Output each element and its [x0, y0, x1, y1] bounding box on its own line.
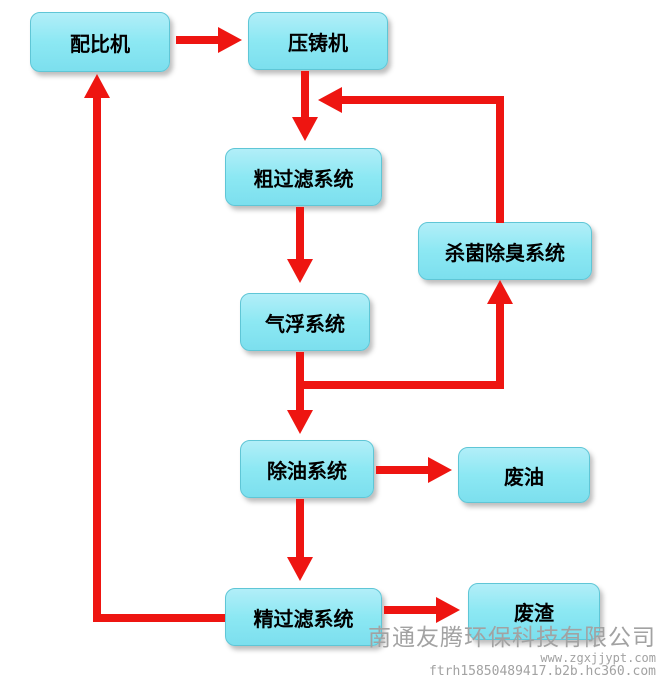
- arrow-jingguolv-to-peibiji-hline: [93, 614, 225, 622]
- watermark-contact: ftrh15850489417.b2b.hc360.com: [429, 663, 656, 679]
- node-feizha-label: 废渣: [514, 601, 554, 625]
- node-yazhuji-label: 压铸机: [288, 30, 348, 55]
- node-jingguolv: 精过滤系统: [225, 588, 382, 646]
- arrow-jingguolv-to-peibiji-vline: [93, 98, 101, 622]
- node-qifu: 气浮系统: [240, 293, 370, 351]
- node-feiyou: 废油: [458, 447, 590, 503]
- arrow-cuguolv-to-qifu-head: [287, 259, 313, 283]
- node-cuguolv: 粗过滤系统: [225, 148, 382, 206]
- node-qifu-label: 气浮系统: [265, 311, 345, 336]
- arrow-shajunchuchou-return-head: [318, 87, 342, 113]
- arrow-peibiji-to-yazhuji-head: [218, 27, 242, 53]
- node-chuyou-label: 除油系统: [267, 458, 347, 483]
- node-shajunchuchou: 杀菌除臭系统: [418, 222, 592, 280]
- node-feizha: 废渣: [468, 583, 600, 640]
- node-yazhuji: 压铸机: [248, 12, 388, 70]
- node-chuyou: 除油系统: [240, 440, 374, 498]
- arrow-chuyou-to-jingguolv-line: [296, 499, 304, 557]
- node-jingguolv-label: 精过滤系统: [253, 606, 354, 631]
- arrow-qifu-to-shajunchuchou-head: [487, 280, 513, 304]
- arrow-yazhuji-to-cuguolv-head: [292, 117, 318, 141]
- arrow-shajunchuchou-return-vline: [496, 96, 504, 223]
- arrow-cuguolv-to-qifu-line: [296, 207, 304, 259]
- arrow-chuyou-to-feiyou-line: [376, 466, 428, 474]
- node-shajunchuchou-label: 杀菌除臭系统: [445, 240, 565, 265]
- watermark-company: 南通友腾环保科技有限公司: [368, 625, 656, 652]
- arrow-jingguolv-to-feizha-head: [436, 597, 460, 623]
- arrow-chuyou-to-jingguolv-head: [287, 557, 313, 581]
- arrow-qifu-to-chuyou-head: [287, 410, 313, 434]
- arrow-shajunchuchou-return-hline: [342, 96, 504, 104]
- watermark: 南通友腾环保科技有限公司 www.zgxjjypt.com ftrh158504…: [368, 625, 656, 679]
- arrow-jingguolv-to-peibiji-head: [84, 74, 110, 98]
- node-cuguolv-label: 粗过滤系统: [253, 166, 354, 191]
- arrow-yazhuji-to-cuguolv-line: [301, 71, 309, 117]
- node-peibiji: 配比机: [30, 12, 170, 72]
- watermark-site: www.zgxjjypt.com: [540, 650, 656, 665]
- arrow-peibiji-to-yazhuji-line: [176, 36, 218, 44]
- node-feiyou-label: 废油: [504, 464, 544, 489]
- arrow-qifu-to-shajunchuchou-vline: [496, 302, 504, 389]
- arrow-chuyou-to-feiyou-head: [428, 457, 452, 483]
- node-peibiji-label: 配比机: [70, 31, 130, 56]
- arrow-qifu-to-shajunchuchou-hline: [296, 381, 504, 389]
- arrow-jingguolv-to-feizha-line: [384, 606, 436, 614]
